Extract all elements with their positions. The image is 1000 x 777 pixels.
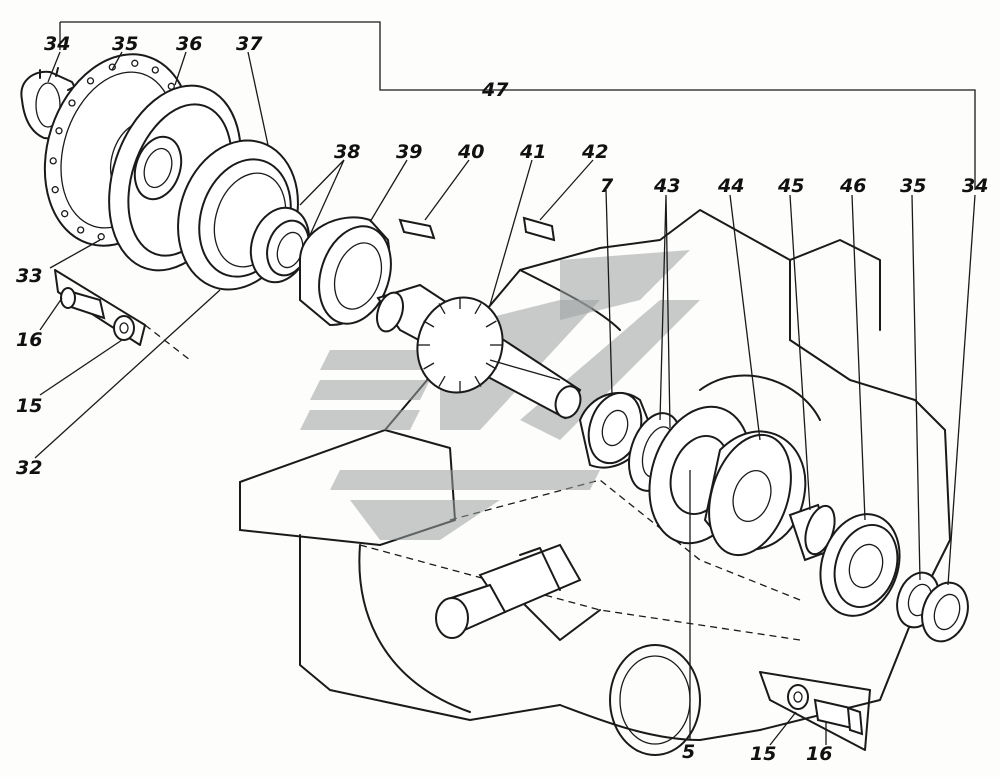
part-42-key	[522, 216, 556, 242]
callout-16-right: 16	[806, 743, 832, 765]
flange-hole	[68, 99, 76, 107]
callout-47: 47	[481, 79, 509, 101]
gear-tooth	[485, 320, 497, 328]
output-shaft	[435, 543, 582, 639]
callout-37: 37	[236, 33, 263, 55]
part-41-pinion-shaft	[376, 283, 582, 420]
leader-lines	[34, 21, 976, 746]
gear-tooth	[474, 303, 482, 315]
flange-hole	[55, 127, 63, 135]
part-40-key	[398, 218, 436, 240]
part-39-bearing	[299, 216, 392, 327]
flange-hole	[51, 186, 59, 194]
callout-35-left: 35	[112, 33, 138, 55]
callout-44: 44	[717, 175, 744, 197]
flange-hole	[86, 77, 95, 85]
callout-15-left: 15	[16, 395, 42, 417]
callout-40: 40	[457, 141, 484, 163]
gear-housing	[239, 209, 951, 756]
gear-tooth	[438, 303, 446, 315]
callout-7: 7	[600, 175, 614, 197]
callout-34-right: 34	[962, 175, 988, 197]
callout-15-right: 15	[750, 743, 776, 765]
gear-tooth	[438, 375, 446, 387]
callout-35-right: 35	[900, 175, 926, 197]
callout-45: 45	[777, 175, 804, 197]
part-46-flange	[819, 513, 901, 617]
part-38-seal	[249, 206, 311, 284]
gear-tooth	[474, 375, 482, 387]
callout-33: 33	[16, 265, 42, 287]
gear-tooth	[423, 362, 435, 370]
flange-hole	[131, 59, 139, 67]
callout-46: 46	[839, 175, 866, 197]
part-34-nut-right	[921, 581, 969, 643]
callout-36: 36	[176, 33, 202, 55]
callout-39: 39	[396, 141, 422, 163]
callout-32: 32	[16, 457, 42, 479]
flange-hole	[151, 66, 159, 74]
callout-5: 5	[682, 741, 695, 763]
callout-41: 41	[519, 141, 546, 163]
callout-16-left: 16	[16, 329, 42, 351]
bolt-washer-group-left	[54, 269, 191, 361]
callout-42: 42	[581, 141, 608, 163]
flange-hole	[61, 210, 69, 218]
callout-38: 38	[334, 141, 360, 163]
callout-34-left: 34	[44, 33, 70, 55]
gear-tooth	[423, 320, 435, 328]
callout-43: 43	[653, 175, 680, 197]
gear-tooth	[485, 362, 497, 370]
bolt-washer-group-right	[759, 671, 871, 751]
flange-hole	[77, 226, 85, 234]
callout-labels: 34 35 36 37 38 39 40 41 42 7 43 44 45 46…	[16, 33, 988, 765]
flange-hole	[49, 157, 57, 165]
flange-hole	[97, 233, 105, 241]
